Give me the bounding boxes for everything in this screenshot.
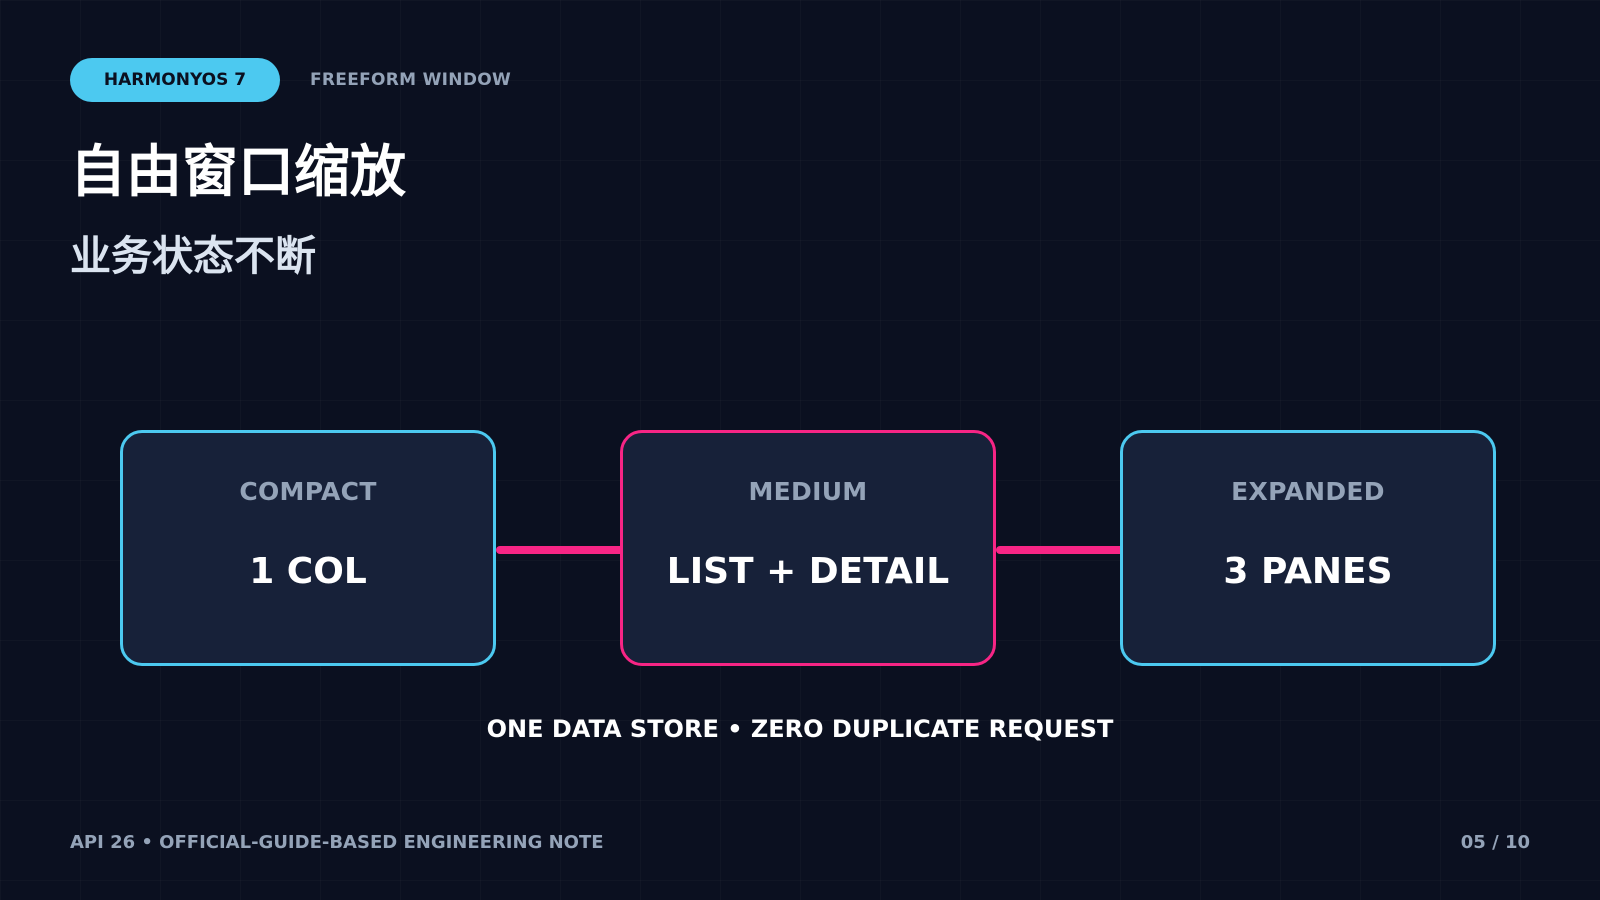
node-expanded-value: 3 PANES xyxy=(1223,551,1393,592)
node-medium: MEDIUM LIST + DETAIL xyxy=(620,430,996,666)
node-medium-label: MEDIUM xyxy=(748,477,868,506)
page-subtitle: 业务状态不断 xyxy=(70,232,316,280)
node-compact-value: 1 COL xyxy=(249,551,367,592)
node-expanded-label: EXPANDED xyxy=(1231,477,1385,506)
node-compact: COMPACT 1 COL xyxy=(120,430,496,666)
footer-note: API 26 • OFFICIAL-GUIDE-BASED ENGINEERIN… xyxy=(70,832,604,853)
platform-badge: HARMONYOS 7 xyxy=(70,58,280,102)
node-expanded: EXPANDED 3 PANES xyxy=(1120,430,1496,666)
page-number: 05 / 10 xyxy=(1460,832,1530,853)
tagline: ONE DATA STORE • ZERO DUPLICATE REQUEST xyxy=(486,715,1114,743)
page-title: 自由窗口缩放 xyxy=(70,140,406,205)
node-compact-label: COMPACT xyxy=(239,477,377,506)
connector-medium-expanded xyxy=(996,546,1126,554)
section-kicker: FREEFORM WINDOW xyxy=(310,70,512,90)
connector-compact-medium xyxy=(496,546,626,554)
node-medium-value: LIST + DETAIL xyxy=(666,551,950,592)
